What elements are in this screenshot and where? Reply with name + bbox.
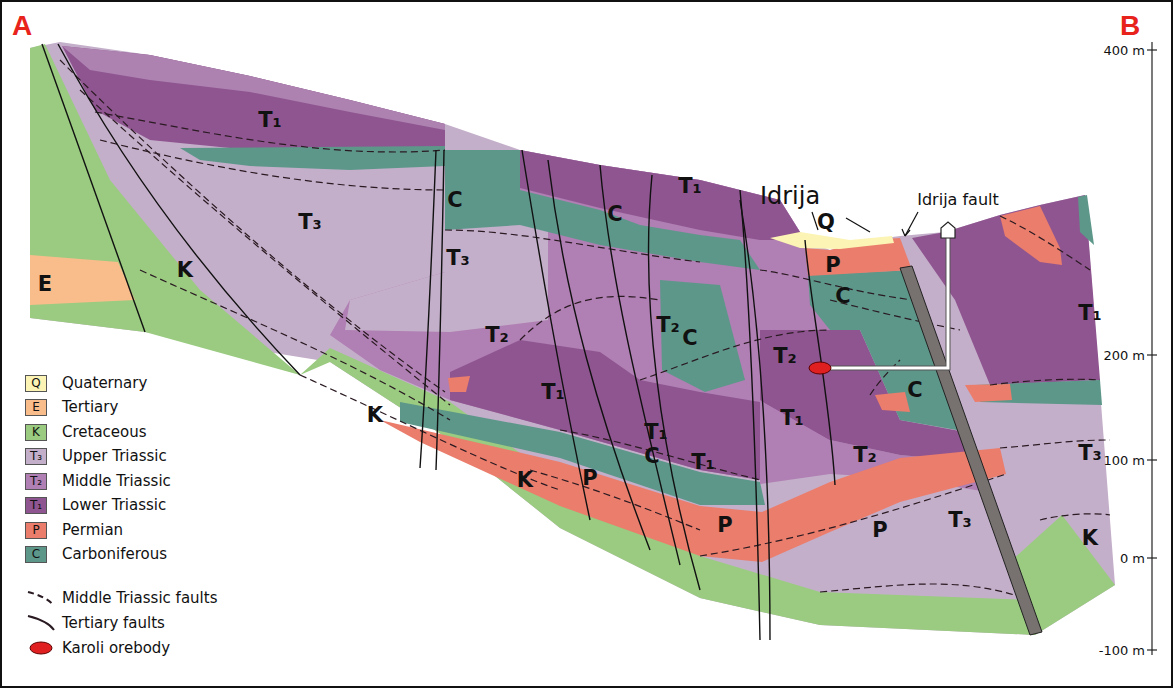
legend-samples — [28, 592, 54, 654]
legend-text: Karoli orebody — [62, 641, 170, 656]
tertiary-block — [30, 255, 135, 305]
swatch-letter: C — [32, 548, 40, 560]
unit-label: P — [825, 255, 840, 276]
karoli-orebody — [809, 362, 831, 374]
unit-label: T₂ — [656, 315, 680, 336]
scale-label: 0 m — [1120, 552, 1145, 565]
unit-label: K — [367, 405, 383, 426]
permian-east — [1000, 206, 1062, 265]
idrija-fault-zone — [900, 266, 1042, 635]
unit-label: C — [682, 328, 697, 349]
swatch-letter: P — [32, 524, 39, 536]
legend-text: Upper Triassic — [62, 449, 167, 464]
swatch-letter: K — [32, 426, 40, 438]
mine-shaft — [812, 222, 955, 368]
middle-triassic-faults — [60, 60, 1110, 600]
legend-text: Tertiary faults — [62, 616, 165, 631]
permian-band — [380, 420, 1006, 562]
unit-label: K — [517, 470, 533, 491]
unit-label: T₂ — [853, 445, 877, 466]
tertiary-faults — [42, 44, 835, 640]
unit-label: T₁ — [258, 110, 282, 131]
swatch-letter: Q — [31, 377, 40, 389]
unit-label: P — [872, 520, 887, 541]
legend-text: Carboniferous — [62, 547, 167, 562]
unit-label: T₁ — [691, 452, 715, 473]
unit-label: T₃ — [1078, 443, 1102, 464]
unit-label: T₂ — [773, 346, 797, 367]
legend-text: Middle Triassic — [62, 474, 171, 489]
unit-label: T₁ — [644, 422, 668, 443]
unit-label: C — [907, 380, 922, 401]
section-base — [30, 42, 1115, 635]
unit-label: P — [582, 468, 597, 489]
unit-label: T₁ — [541, 382, 565, 403]
unit-label: P — [717, 515, 732, 536]
legend-text: Cretaceous — [62, 425, 147, 440]
scale-bar — [1147, 42, 1157, 655]
unit-label: E — [38, 274, 52, 295]
unit-label: T₁ — [780, 408, 804, 429]
swatch-letter: T₁ — [30, 499, 42, 511]
place-label: Idrija fault — [917, 192, 999, 208]
scale-label: 200 m — [1103, 349, 1145, 362]
carboniferous-right — [808, 270, 968, 432]
scale-label: -100 m — [1099, 644, 1145, 657]
legend-text: Tertiary — [62, 400, 118, 415]
scale-label: 400 m — [1103, 44, 1145, 57]
unit-label: C — [835, 286, 850, 307]
permian-small — [448, 376, 470, 392]
permian-east-2 — [965, 384, 1012, 402]
unit-label: T₃ — [446, 248, 470, 269]
unit-label: C — [644, 446, 659, 467]
lower-triassic-top — [62, 46, 445, 152]
unit-label: Q — [817, 212, 835, 233]
unit-label: C — [607, 204, 622, 225]
quaternary — [770, 232, 894, 249]
unit-label: K — [1082, 528, 1098, 549]
carboniferous-east — [1078, 195, 1094, 245]
swatch-letter: T₂ — [30, 475, 42, 487]
unit-label: T₁ — [678, 176, 702, 197]
unit-label: T₃ — [298, 212, 322, 233]
legend-text: Middle Triassic faults — [62, 591, 217, 606]
unit-label: K — [177, 260, 193, 281]
swatch-letter: E — [32, 401, 40, 413]
place-label: Idrija — [760, 184, 820, 208]
unit-label: T₁ — [1078, 303, 1102, 324]
unit-label: T₂ — [485, 325, 509, 346]
legend-text: Lower Triassic — [62, 498, 166, 513]
scale-label: 100 m — [1103, 454, 1145, 467]
carboniferous-vertical — [660, 280, 745, 392]
leader-lines — [812, 212, 918, 236]
legend-text: Quaternary — [62, 376, 147, 391]
section-end-label: B — [1120, 12, 1140, 40]
swatch-letter: T₃ — [30, 450, 42, 462]
unit-label: C — [447, 190, 462, 211]
section-end-label: A — [12, 12, 32, 40]
legend-text: Permian — [62, 523, 123, 538]
unit-label: T₃ — [948, 510, 972, 531]
permian-small-2 — [875, 392, 910, 412]
